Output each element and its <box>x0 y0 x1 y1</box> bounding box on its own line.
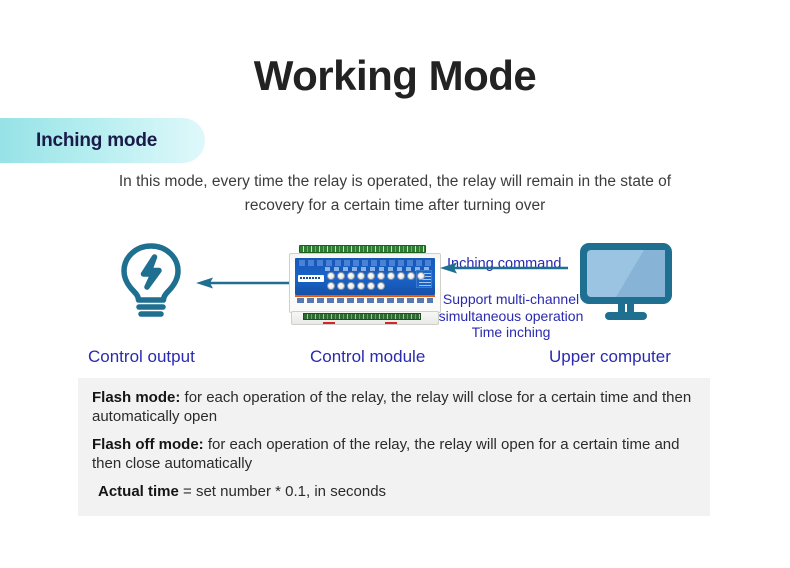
info-item-flash-off-mode: Flash off mode: for each operation of th… <box>92 435 696 473</box>
info-text-actual-time: = set number * 0.1, in seconds <box>178 483 387 500</box>
info-text-flash-mode: for each operation of the relay, the rel… <box>92 389 692 425</box>
monitor-icon <box>576 240 676 329</box>
info-term-flash-off-mode: Flash off mode: <box>92 436 204 453</box>
info-item-flash-mode: Flash mode: for each operation of the re… <box>92 388 696 426</box>
feature-line-1: Support multi-channel <box>442 291 580 307</box>
info-term-actual-time: Actual time <box>98 483 179 500</box>
module-buttons <box>327 272 431 290</box>
arrow-computer-to-module-icon <box>440 261 568 274</box>
module-red-marker <box>323 322 335 324</box>
page-title: Working Mode <box>253 52 537 99</box>
control-module-device-icon <box>289 245 441 327</box>
label-upper-computer: Upper computer <box>549 347 671 366</box>
mode-badge: Inching mode <box>0 118 205 163</box>
module-top-terminal-strip <box>299 245 426 253</box>
mode-badge-label: Inching mode <box>36 129 158 151</box>
lightbulb-icon <box>116 240 186 329</box>
module-brand-logo <box>298 275 324 282</box>
label-control-module: Control module <box>310 347 426 366</box>
module-features-annotation: Support multi-channel simultaneous opera… <box>425 291 597 341</box>
arrow-module-to-output-icon <box>196 276 292 289</box>
module-red-marker <box>385 322 397 324</box>
info-term-flash-mode: Flash mode: <box>92 389 181 406</box>
info-text-flash-off-mode: for each operation of the relay, the rel… <box>92 436 680 472</box>
info-item-actual-time: Actual time = set number * 0.1, in secon… <box>92 482 696 501</box>
module-faceplate <box>295 258 435 295</box>
mode-description: In this mode, every time the relay is op… <box>118 173 672 214</box>
module-legend-text <box>297 298 433 303</box>
diagram-labels: Control output Control module Upper comp… <box>0 347 790 373</box>
info-box: Flash mode: for each operation of the re… <box>78 378 710 516</box>
feature-line-3: Time inching <box>471 324 551 340</box>
feature-line-2: simultaneous operation <box>438 307 584 324</box>
module-bottom-terminal-strip <box>303 313 421 320</box>
label-control-output: Control output <box>88 347 195 366</box>
module-accent-stripe <box>295 295 435 297</box>
working-mode-diagram: Inching command Support multi-channel si… <box>0 232 790 372</box>
